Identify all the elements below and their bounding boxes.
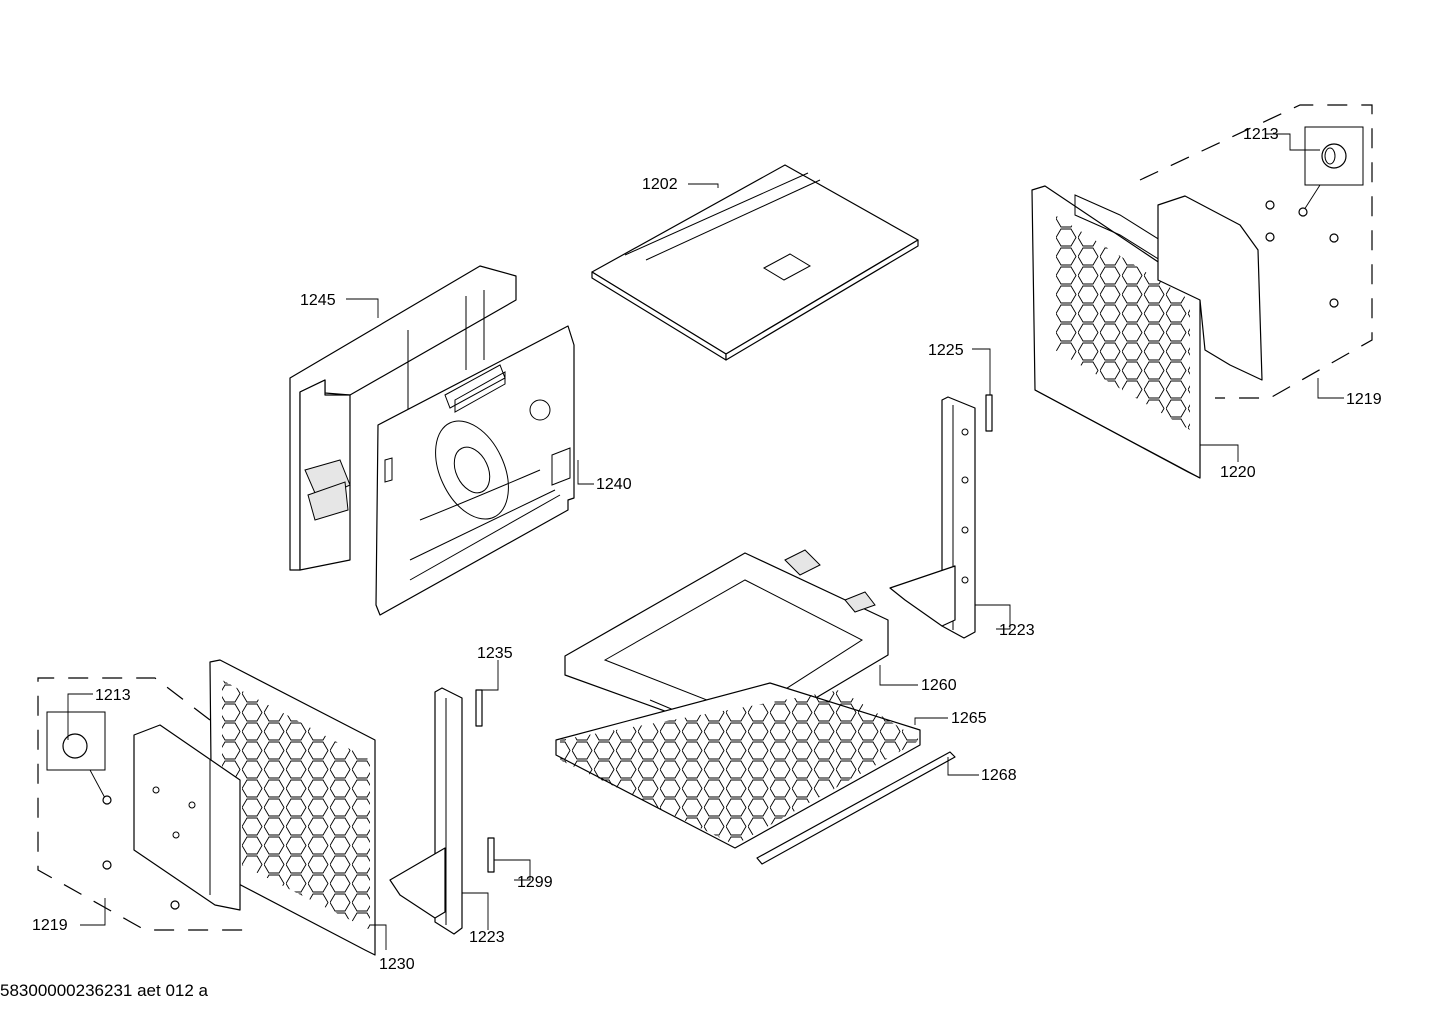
callout-1265: 1265 xyxy=(951,710,987,727)
callout-1202: 1202 xyxy=(642,176,678,193)
knob-detail-top xyxy=(1265,126,1364,308)
callout-1219-bottom: 1219 xyxy=(32,917,68,934)
callout-leaders xyxy=(67,133,1344,950)
top-right-dashed-frame xyxy=(1139,104,1373,399)
back-cavity-wall xyxy=(289,265,517,571)
rear-fan-panel xyxy=(375,325,575,616)
callout-1223-left: 1223 xyxy=(469,929,505,946)
callout-1245: 1245 xyxy=(300,292,336,309)
callout-1299: 1299 xyxy=(517,874,553,891)
knob-detail-bottom xyxy=(46,711,180,910)
callout-1268: 1268 xyxy=(981,767,1017,784)
drawing-reference-code: 58300000236231 aet 012 a xyxy=(0,981,208,1000)
base-trim-strip xyxy=(756,751,956,865)
oven-bottom-frame xyxy=(564,549,889,741)
left-shelf-runner xyxy=(389,687,495,935)
callout-1213-bottom: 1213 xyxy=(95,687,131,704)
callout-1220: 1220 xyxy=(1220,464,1256,481)
left-side-wall xyxy=(133,659,376,956)
callout-1240: 1240 xyxy=(596,476,632,493)
right-side-wall xyxy=(1031,185,1263,479)
top-cover-panel xyxy=(591,164,919,361)
callout-1235: 1235 xyxy=(477,645,513,662)
callout-1213-top: 1213 xyxy=(1243,126,1279,143)
bottom-left-dashed-frame xyxy=(37,677,250,931)
right-shelf-runner xyxy=(889,394,993,639)
oven-base-plate xyxy=(555,682,921,849)
callout-1225: 1225 xyxy=(928,342,964,359)
callout-1219-top: 1219 xyxy=(1346,391,1382,408)
callout-1230: 1230 xyxy=(379,956,415,973)
callout-1260: 1260 xyxy=(921,677,957,694)
callout-1223-right: 1223 xyxy=(999,622,1035,639)
